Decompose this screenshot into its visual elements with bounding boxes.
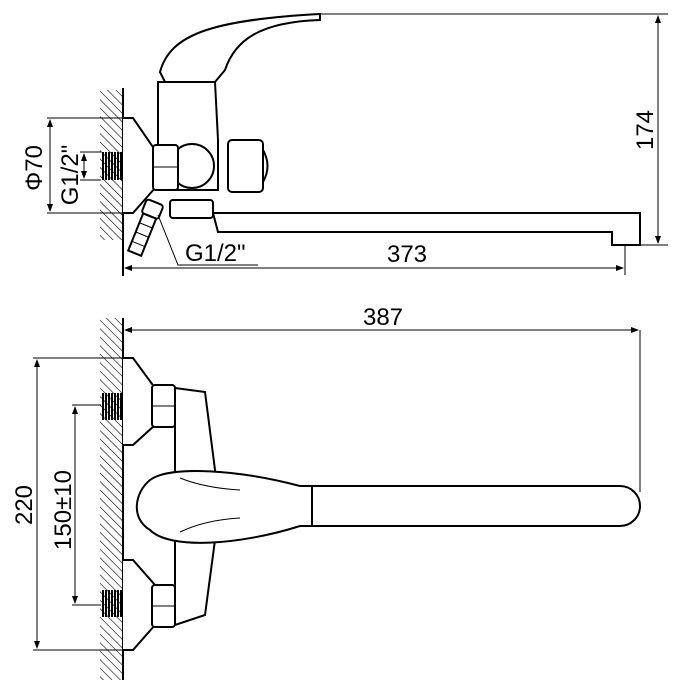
- spout: [211, 212, 641, 246]
- spout-top: [299, 485, 641, 527]
- lower-inlet-thread: [101, 590, 122, 617]
- upper-flange: [123, 357, 156, 446]
- lower-flange: [123, 559, 156, 651]
- outlet-thread-label: G1/2": [185, 240, 246, 267]
- wall-hatch: [100, 318, 123, 680]
- hose-connector: [126, 198, 164, 258]
- top-view: 387 220 150±10: [11, 304, 641, 680]
- total-height-dimension-label: 220: [11, 485, 38, 525]
- outlet-leader-line: [157, 214, 258, 266]
- lever-handle: [158, 12, 321, 83]
- flange-diameter-label: Φ70: [21, 145, 48, 191]
- spout-nut: [169, 199, 214, 219]
- lever-handle: [135, 470, 313, 544]
- cartridge-cap-dome: [262, 149, 269, 183]
- center-distance-dimension-label: 150±10: [50, 470, 77, 550]
- cartridge-cap: [227, 139, 264, 193]
- height-dimension-label: 174: [632, 110, 659, 150]
- length-dimension-label: 387: [363, 304, 403, 331]
- inlet-thread: [101, 152, 122, 180]
- lever-contour: [179, 477, 241, 533]
- wall-flange: [123, 117, 156, 214]
- reach-dimension-label: 373: [387, 241, 427, 268]
- side-view: 174 373 Φ70 G1/2" G1/2": [21, 12, 668, 276]
- upper-inlet-thread: [101, 393, 122, 420]
- inlet-thread-label: G1/2": [57, 145, 84, 206]
